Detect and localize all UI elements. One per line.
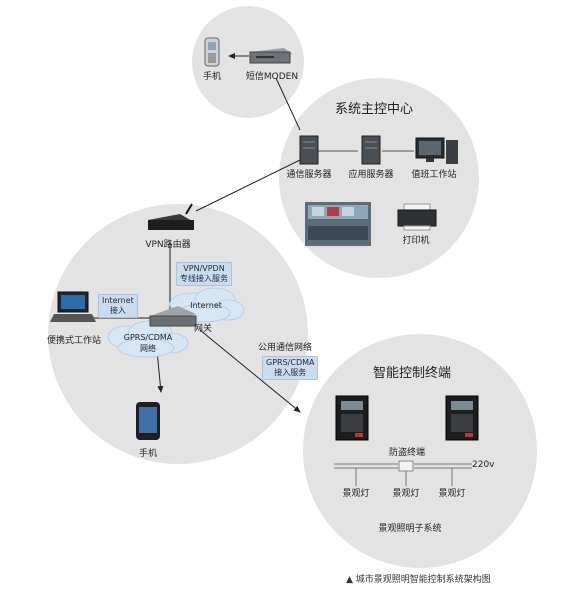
public-network-label: 公用通信网络 <box>258 343 313 353</box>
modem-to-center-line <box>275 77 301 131</box>
smartphone-icon <box>136 402 160 440</box>
gprs-cloud-line2: 网络 <box>139 344 156 353</box>
terminal-circle <box>303 334 537 568</box>
light-label-2: 景观灯 <box>392 489 420 499</box>
printer-icon <box>397 203 437 231</box>
laptop-internet-box: Internet 接入 <box>98 294 138 318</box>
vpn-service-line2: 专线接入服务 <box>180 274 228 283</box>
app-server-label: 应用服务器 <box>348 170 394 180</box>
terminal-icon-left <box>335 395 369 441</box>
figure-caption: ▲ 城市景观照明智能控制系统架构图 <box>346 575 491 585</box>
gprs-cloud <box>107 320 189 358</box>
workstation-label: 值班工作站 <box>411 170 457 180</box>
laptop-internet-line2: 接入 <box>109 306 126 315</box>
internet-cloud-label: Internet <box>190 301 222 310</box>
gprs-cloud-line1: GPRS/CDMA <box>123 333 173 342</box>
center-to-router-line <box>195 159 301 212</box>
sms-phone-label: 手机 <box>202 72 222 82</box>
terminal-title: 智能控制终端 <box>372 366 452 381</box>
mobile-label: 手机 <box>138 449 158 459</box>
main-center-title: 系统主控中心 <box>334 102 414 117</box>
subsystem-label: 景观照明子系统 <box>378 524 442 534</box>
light-label-1: 景观灯 <box>342 489 370 499</box>
comm-server-label: 通信服务器 <box>286 170 332 180</box>
gprs-cloud-label: GPRS/CDMA 网络 <box>124 332 172 354</box>
modem-icon <box>249 48 292 64</box>
internet-cloud <box>169 287 245 323</box>
power-line <box>334 460 472 486</box>
gateway-icon <box>149 306 197 327</box>
laptop-label: 便携式工作站 <box>46 336 102 346</box>
comm-server-icon <box>299 135 319 165</box>
gateway-to-terminal-arrow <box>199 329 301 413</box>
app-server-icon <box>361 135 381 165</box>
vpn-router-label: VPN路由器 <box>145 240 191 250</box>
light-label-3: 景观灯 <box>438 489 466 499</box>
router-icon <box>148 203 194 230</box>
control-room-photo <box>305 202 371 246</box>
sms-cluster-circle <box>192 6 304 118</box>
sms-modem-label: 短信MODEN <box>245 72 299 82</box>
vpn-service-line1: VPN/VPDN <box>183 264 225 273</box>
public-service-line1: GPRS/CDMA <box>266 358 315 367</box>
gateway-label: 网关 <box>194 324 213 334</box>
laptop-icon <box>50 291 96 322</box>
public-service-box: GPRS/CDMA 接入服务 <box>262 356 319 380</box>
workstation-icon <box>415 137 458 164</box>
public-service-line2: 接入服务 <box>274 368 307 377</box>
vpn-service-box: VPN/VPDN 专线接入服务 <box>176 262 232 286</box>
laptop-internet-line1: Internet <box>102 296 134 305</box>
phone-icon <box>204 37 220 67</box>
antitheft-label: 防盗终端 <box>388 448 426 458</box>
printer-label: 打印机 <box>402 236 430 246</box>
voltage-label: 220v <box>472 460 495 470</box>
terminal-icon-right <box>445 395 479 441</box>
